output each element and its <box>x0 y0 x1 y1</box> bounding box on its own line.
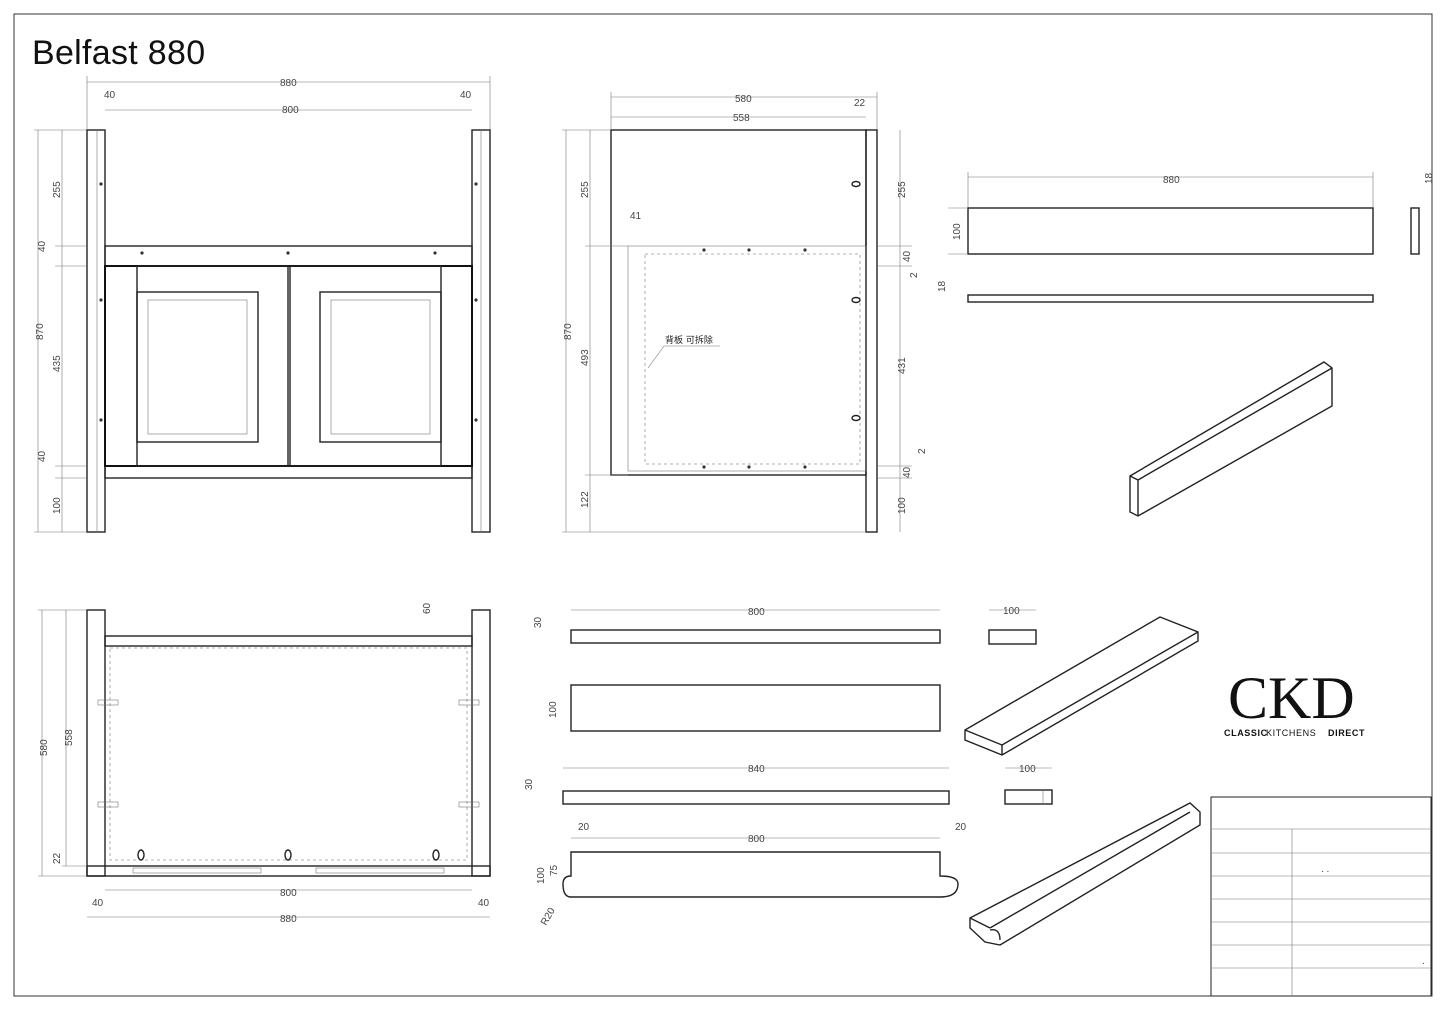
shelf-b-length: 840 <box>748 764 765 775</box>
logo-mark: CKD <box>1228 665 1355 731</box>
plan-offset-front: 22 <box>52 852 63 864</box>
tray-end-right: 20 <box>955 822 967 833</box>
front-leg-right: 40 <box>460 90 472 101</box>
side-right-bottom: 100 <box>897 497 908 514</box>
tray-radius: R20 <box>539 906 558 928</box>
side-right-top: 255 <box>897 181 908 198</box>
rail-thickness-a: 18 <box>937 280 948 292</box>
sheet-border <box>13 13 1433 997</box>
side-offset: 41 <box>630 211 642 222</box>
front-rail-top: 40 <box>37 240 48 252</box>
tray-lip: 75 <box>549 864 560 876</box>
rail-thickness-b: 18 <box>1424 172 1435 184</box>
side-height-mid: 493 <box>580 349 591 366</box>
side-height-bottom: 122 <box>580 491 591 508</box>
shelf-a-height: 100 <box>548 701 559 718</box>
plan-depth-outer: 580 <box>39 739 50 756</box>
shelf-b-thickness: 30 <box>524 778 535 790</box>
front-height-bottom: 100 <box>52 497 63 514</box>
title-block-dot: . <box>1422 956 1425 967</box>
plan-corner: 60 <box>422 602 433 614</box>
side-depth-inner: 558 <box>733 113 750 124</box>
front-height-top: 255 <box>52 181 63 198</box>
tray-length: 800 <box>748 834 765 845</box>
plan-inner-width: 800 <box>280 888 297 899</box>
side-height-top: 255 <box>580 181 591 198</box>
plan-overall-width: 880 <box>280 914 297 925</box>
front-overall-width: 880 <box>280 78 297 89</box>
plan-depth-inner: 558 <box>64 729 75 746</box>
logo-brand-kitchens: KITCHENS <box>1266 728 1316 738</box>
side-right-rail-top: 40 <box>902 250 913 262</box>
ckd-logo: CKD CLASSIC KITCHENS DIRECT <box>1224 665 1365 738</box>
tray-height: 100 <box>536 867 547 884</box>
side-door-thickness: 22 <box>854 98 866 109</box>
front-rail-bottom: 40 <box>37 450 48 462</box>
front-height-mid: 435 <box>52 355 63 372</box>
front-inner-width: 800 <box>282 105 299 116</box>
top-rail-part: 880 100 18 18 <box>937 172 1435 517</box>
front-view: 880 800 40 40 <box>34 76 491 533</box>
title-block-mark: . . <box>1321 864 1329 875</box>
logo-brand-classic: CLASSIC <box>1224 728 1268 738</box>
tray-end-left: 20 <box>578 822 590 833</box>
block-a-width: 100 <box>1003 606 1020 617</box>
plan-view: 580 558 22 60 800 880 40 40 <box>38 602 491 925</box>
block-b-width: 100 <box>1019 764 1036 775</box>
side-height-total: 870 <box>563 323 574 340</box>
shelf-a-length: 800 <box>748 607 765 618</box>
shelf-a-thickness: 30 <box>533 616 544 628</box>
front-height-total: 870 <box>35 323 46 340</box>
block-parts: 100 100 <box>964 606 1201 946</box>
side-right-gap-bottom: 2 <box>917 448 928 454</box>
shelf-parts: 800 30 100 840 30 800 20 20 100 75 R20 <box>524 607 967 928</box>
rail-length: 880 <box>1163 175 1180 186</box>
back-panel-note: 背板 可拆除 <box>665 334 713 346</box>
side-right-gap-top: 2 <box>909 272 920 278</box>
plan-leg-right: 40 <box>478 898 490 909</box>
side-view: 580 558 22 41 背板 可拆除 870 255 <box>562 92 928 533</box>
side-depth-total: 580 <box>735 94 752 105</box>
rail-height: 100 <box>952 223 963 240</box>
plan-leg-left: 40 <box>92 898 104 909</box>
front-leg-left: 40 <box>104 90 116 101</box>
logo-brand-direct: DIRECT <box>1328 728 1365 738</box>
title-block: . . . <box>1210 796 1432 997</box>
side-right-rail-bottom: 40 <box>902 466 913 478</box>
drawing-title: Belfast 880 <box>32 34 206 72</box>
side-right-mid: 431 <box>897 357 908 374</box>
